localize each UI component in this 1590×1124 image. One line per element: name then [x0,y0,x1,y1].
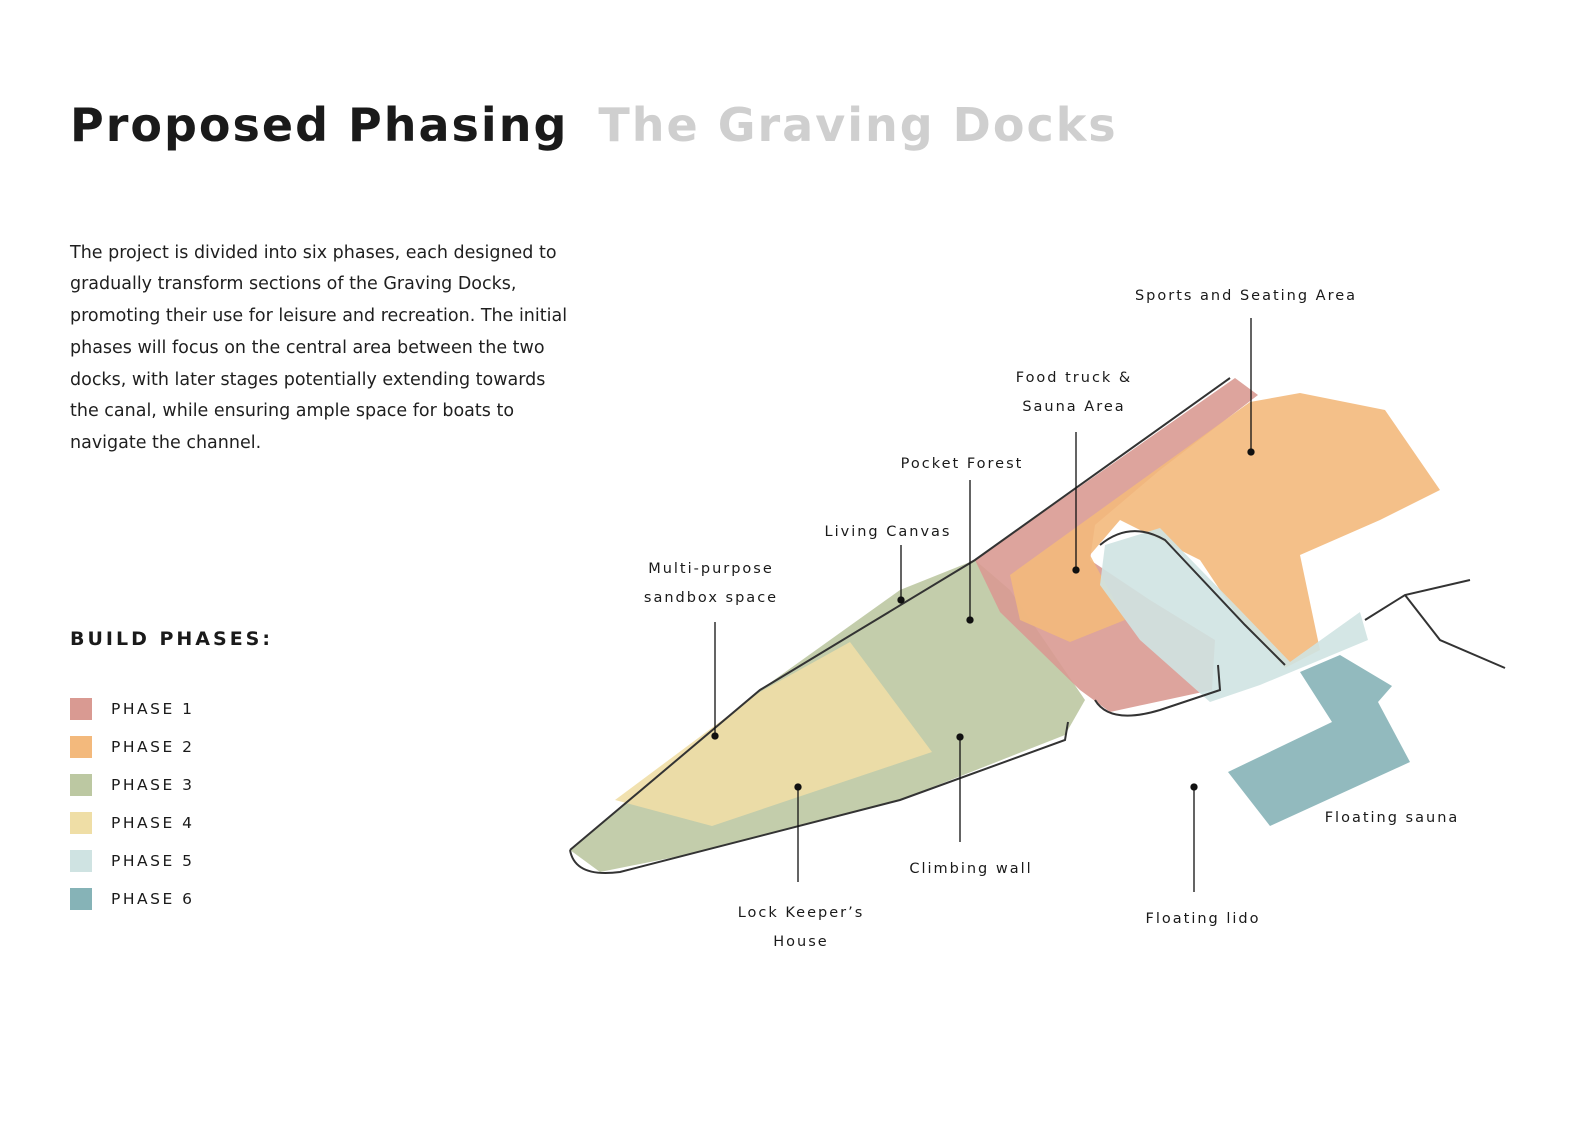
label-sandbox-line1: Multi-purpose [648,561,774,577]
label-living-canvas: Living Canvas [824,524,952,540]
legend-item-phase-6: PHASE 6 [70,880,195,918]
legend-swatch [70,812,92,834]
legend-label: PHASE 1 [111,700,195,718]
legend-swatch [70,698,92,720]
label-sandbox: Multi-purpose sandbox space [644,555,778,613]
legend-item-phase-4: PHASE 4 [70,804,195,842]
label-climbing-wall: Climbing wall [909,861,1033,877]
legend-label: PHASE 5 [111,852,195,870]
canal-edge [1364,579,1506,669]
legend-item-phase-5: PHASE 5 [70,842,195,880]
phase-5-zone [1100,528,1368,702]
legend-item-phase-3: PHASE 3 [70,766,195,804]
legend-item-phase-1: PHASE 1 [70,690,195,728]
page-title: Proposed Phasing The Graving Docks [70,98,1118,152]
phase-4-zone [615,642,932,826]
legend-title: BUILD PHASES: [70,628,273,650]
legend-swatch [70,850,92,872]
label-pocket-forest: Pocket Forest [900,456,1024,472]
legend-label: PHASE 3 [111,776,195,794]
label-floating-sauna: Floating sauna [1324,810,1460,826]
legend-label: PHASE 4 [111,814,195,832]
landmass-outline [569,377,1231,874]
legend-label: PHASE 6 [111,890,195,908]
label-sandbox-line2: sandbox space [643,590,779,606]
label-sports-seating: Sports and Seating Area [1134,288,1358,304]
label-food-truck: Food truck & Sauna Area [1016,364,1133,422]
label-food-truck-line2: Sauna Area [1022,399,1126,415]
legend-label: PHASE 2 [111,738,195,756]
title-subtitle: The Graving Docks [598,98,1118,152]
dock-outline [1094,530,1286,717]
legend-item-phase-2: PHASE 2 [70,728,195,766]
legend-swatch [70,888,92,910]
label-lock-keeper-line2: House [773,934,829,950]
phase-6-zone [1228,655,1410,826]
label-lock-keeper-line1: Lock Keeper’s [737,905,865,921]
intro-paragraph: The project is divided into six phases, … [70,242,568,454]
title-main: Proposed Phasing [70,98,569,152]
legend-swatch [70,774,92,796]
label-food-truck-line1: Food truck & [1015,370,1133,386]
legend: PHASE 1 PHASE 2 PHASE 3 PHASE 4 PHASE 5 PHASE… [70,690,195,918]
legend-swatch [70,736,92,758]
phase-2-zone [1010,393,1440,668]
label-floating-lido: Floating lido [1145,911,1261,927]
